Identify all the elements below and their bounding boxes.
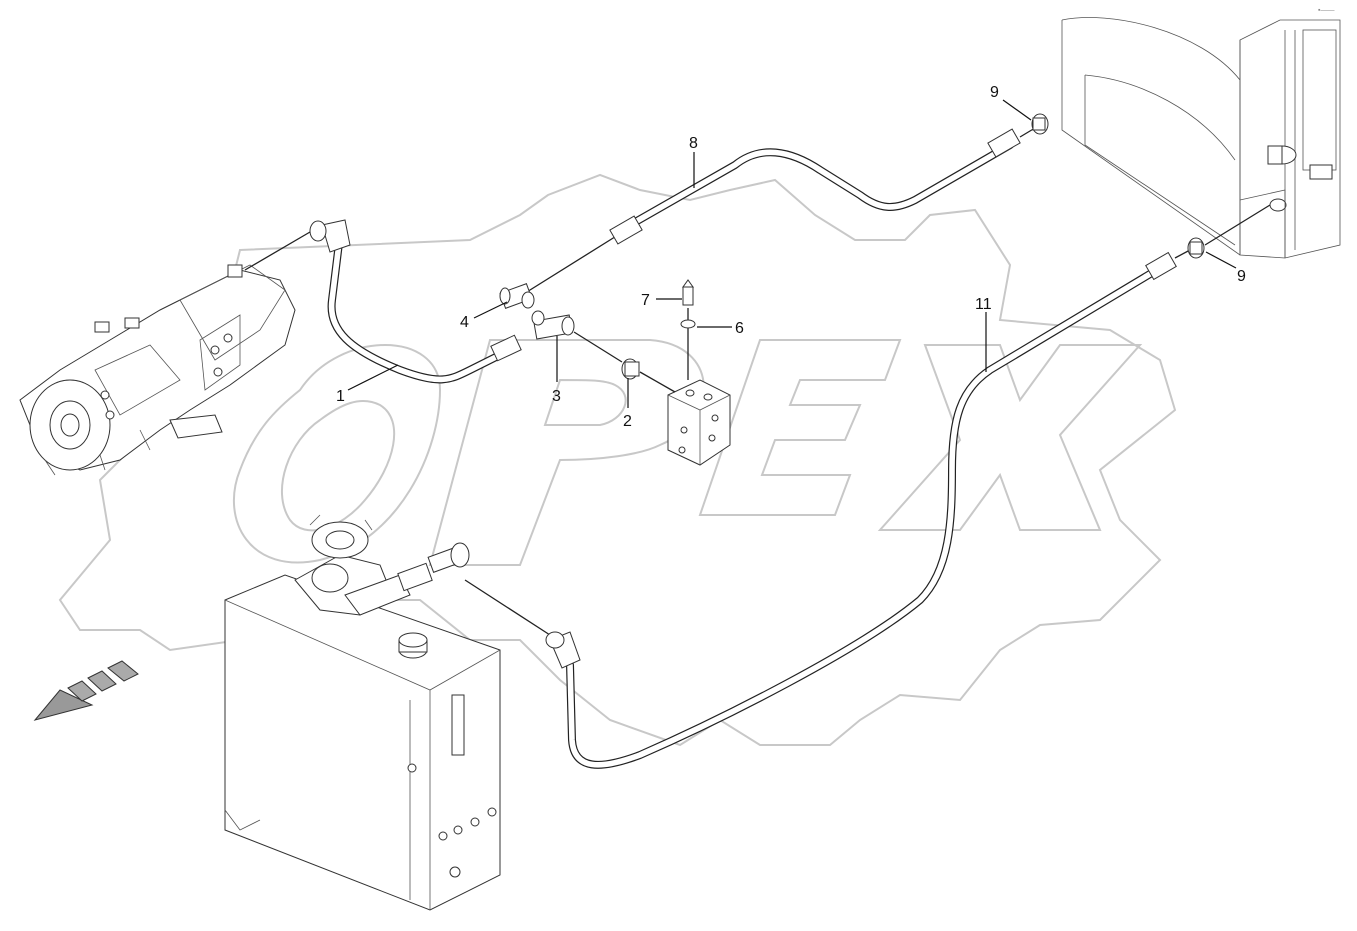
callout-3: 3 (552, 388, 561, 405)
fitting-6-oring (680, 319, 696, 329)
tank-filter-valve (294, 514, 470, 616)
fitting-2-adapter (621, 358, 676, 393)
hydraulic-tank (224, 574, 501, 911)
callout-2: 2 (623, 413, 632, 430)
radiator-assembly (1061, 17, 1341, 259)
fitting-7-bleeder (682, 279, 694, 380)
callout-4: 4 (460, 314, 469, 331)
callout-labels: 1 2 3 4 7 6 8 9 9 11 (336, 84, 1246, 430)
fitting-9a-adapter (1031, 113, 1049, 135)
direction-arrow (33, 660, 139, 721)
fitting-3-tee (531, 310, 623, 363)
pipe-11 (464, 204, 1271, 769)
callout-9-right: 9 (1237, 268, 1246, 285)
pipe-1 (244, 219, 522, 384)
valve-block (667, 379, 731, 466)
watermark (58, 173, 1177, 747)
callout-8: 8 (689, 135, 698, 152)
hydraulic-pump (19, 264, 296, 476)
watermark-gear-outline (58, 173, 1177, 747)
corner-mark: ▪—— (1318, 7, 1334, 14)
pipe-8 (521, 127, 1036, 296)
fitting-4-tee (499, 283, 535, 309)
callout-7: 7 (641, 292, 650, 309)
watermark-letter-p (428, 339, 705, 566)
fitting-9b-adapter (1187, 237, 1205, 259)
watermark-letter-e (698, 339, 902, 516)
watermark-letter-x (877, 344, 1143, 531)
callout-6: 6 (735, 320, 744, 337)
callout-1: 1 (336, 388, 345, 405)
callout-leaders (347, 99, 1237, 408)
callout-9-top: 9 (990, 84, 999, 101)
callout-11: 11 (975, 296, 992, 313)
